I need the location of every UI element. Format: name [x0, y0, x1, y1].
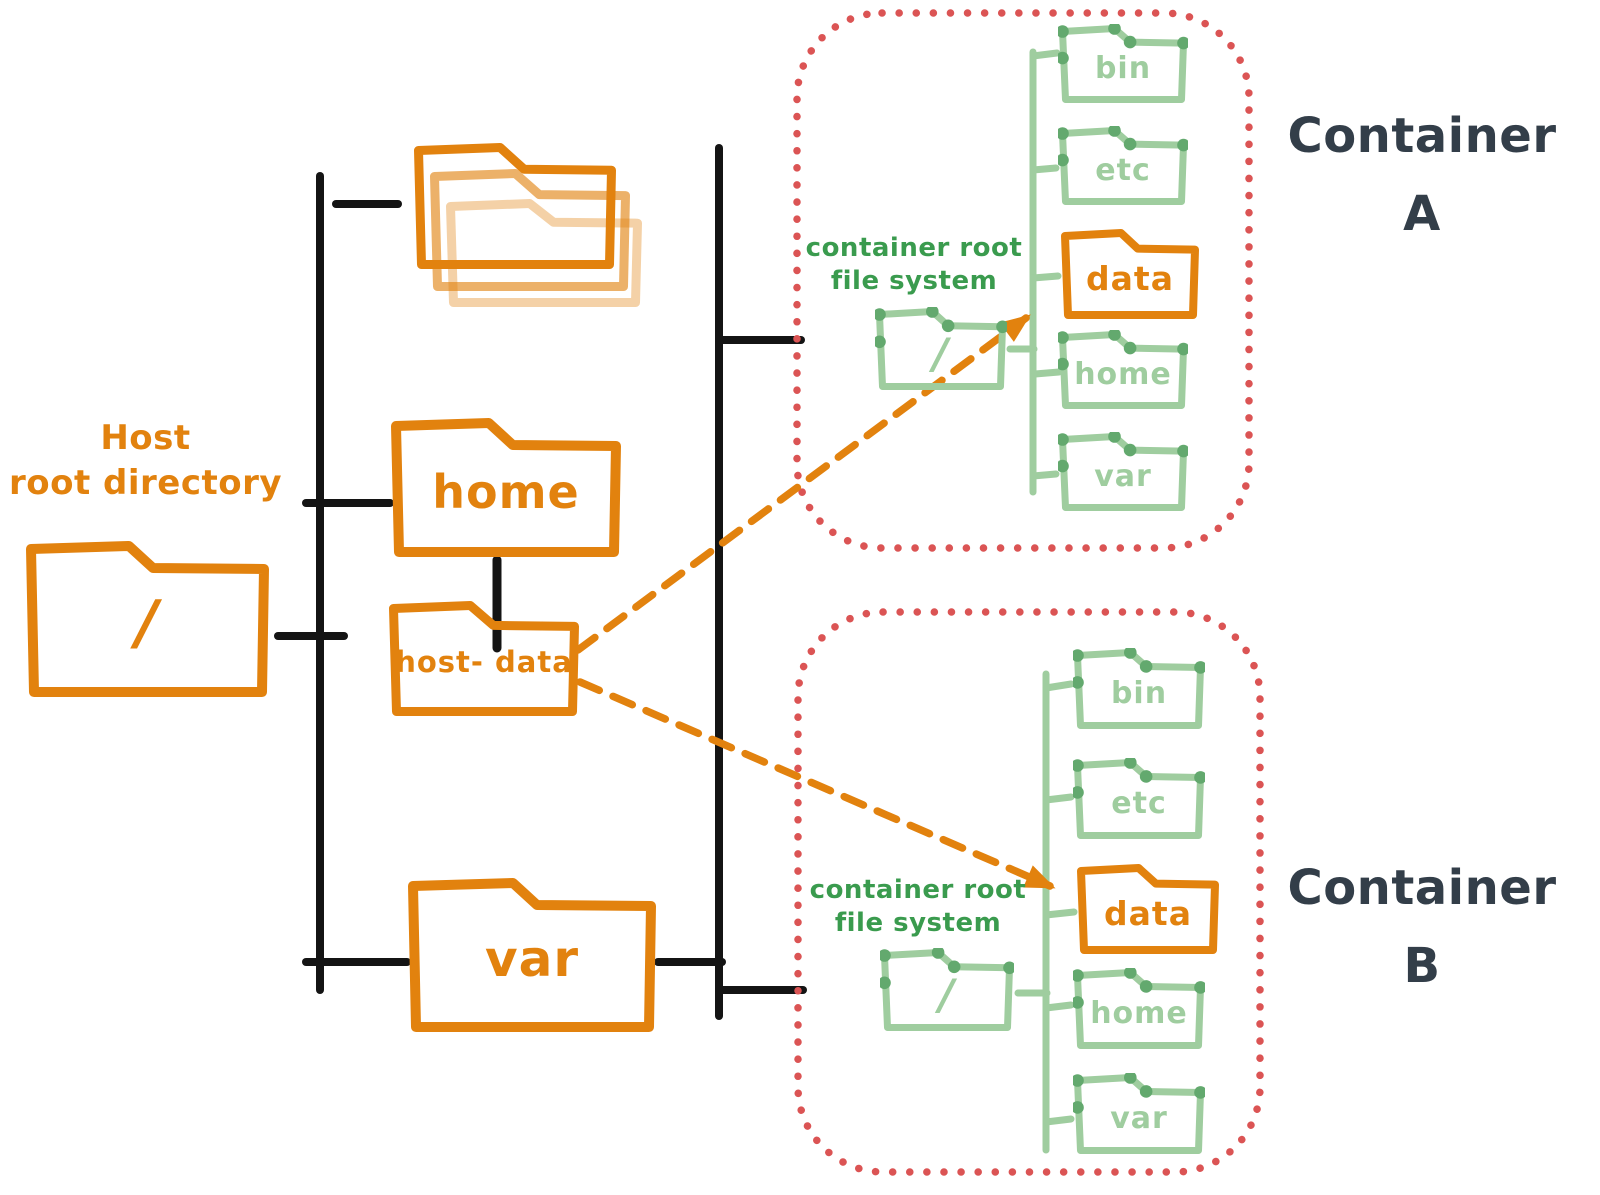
container-a-tick-etc	[1029, 164, 1060, 174]
folder-var-label: var	[485, 930, 579, 988]
container-a-root-folder: /	[875, 307, 1007, 391]
container-a-tick-var	[1029, 470, 1060, 480]
container-b-folder-var: var	[1073, 1073, 1205, 1155]
container-a-tick-bin	[1029, 49, 1061, 60]
container-b-tick-data	[1042, 908, 1078, 919]
host-root-directory-label: Host root directory	[8, 418, 283, 503]
folder-host-data: host- data	[388, 600, 580, 717]
container-a-folder-etc: etc	[1058, 126, 1188, 206]
folder-var: var	[407, 877, 657, 1033]
container-b-tick-var	[1042, 1115, 1075, 1126]
container-b-root-folder-label: /	[938, 969, 956, 1019]
folder-home: home	[390, 417, 622, 558]
container-a-folder-home: home	[1058, 330, 1188, 410]
container-b-fs-caption: container root file system	[809, 875, 1027, 938]
container-a-border	[793, 9, 1253, 552]
host-root-folder-label: /	[136, 588, 159, 658]
container-a-tick-data	[1029, 272, 1062, 282]
container-b-tick-etc	[1042, 793, 1075, 804]
container-b-tick-bin	[1042, 680, 1075, 692]
container-a-folder-var: var	[1058, 432, 1188, 512]
container-b-border	[794, 608, 1264, 1176]
container-b-root-folder: /	[880, 948, 1014, 1032]
host-root-folder: /	[25, 540, 270, 698]
folder-home-label: home	[432, 464, 580, 519]
container-b-tick-home	[1042, 1001, 1075, 1012]
container-a-fs-caption: container root file system	[805, 233, 1023, 296]
container-b-folder-etc: etc	[1073, 758, 1205, 840]
bind-mount-arrow-container-b	[576, 678, 1056, 890]
container-a-folder-data: data	[1060, 228, 1200, 320]
container-b-title: Container B	[1287, 860, 1557, 994]
folder-stack-front	[413, 142, 617, 270]
container-b-folder-home: home	[1073, 968, 1205, 1050]
container-b-folder-data: data	[1076, 863, 1220, 955]
container-a-root-folder-label: /	[932, 328, 950, 378]
folder-host-data-label: host- data	[395, 645, 573, 680]
container-a-title: Container A	[1287, 108, 1557, 242]
container-b-folder-bin: bin	[1073, 648, 1205, 730]
container-a-folder-bin: bin	[1058, 24, 1188, 104]
container-a-tick-home	[1031, 368, 1063, 378]
